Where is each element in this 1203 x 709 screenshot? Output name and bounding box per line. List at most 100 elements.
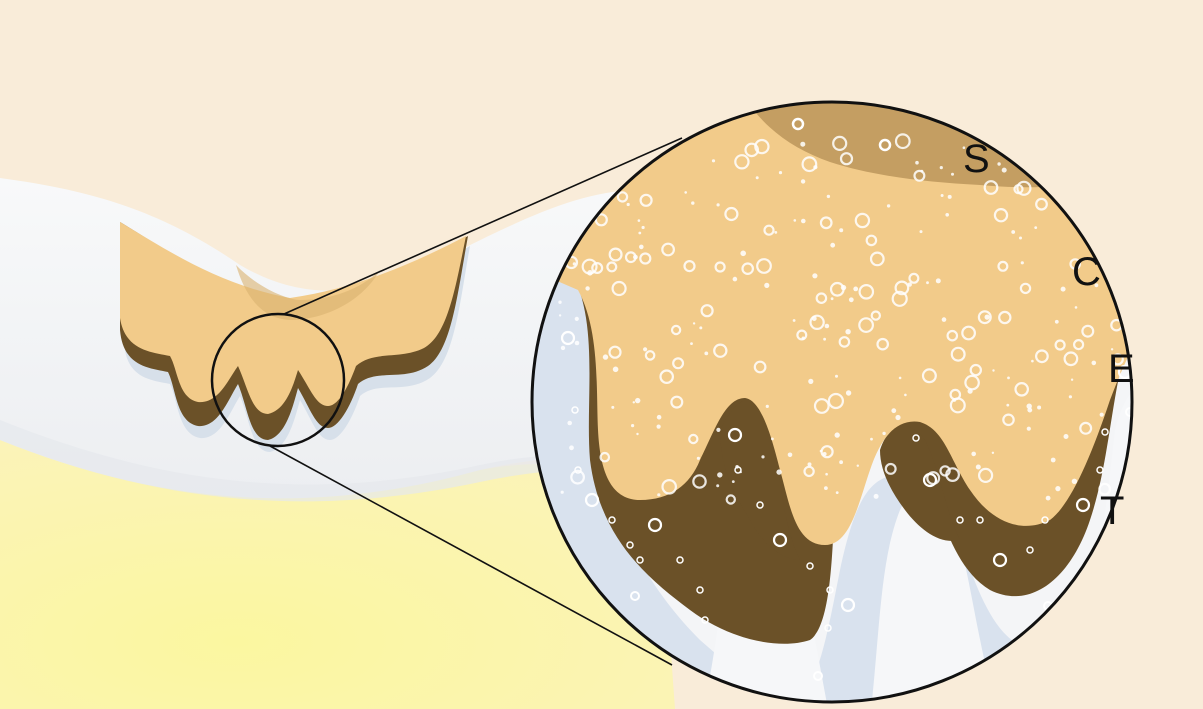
porosity-bubble: [639, 245, 644, 250]
porosity-bubble: [1002, 168, 1007, 173]
porosity-bubble: [691, 201, 694, 204]
porosity-bubble: [638, 232, 641, 235]
label-dark-zone: E: [1108, 347, 1135, 391]
porosity-bubble: [761, 455, 764, 458]
porosity-bubble: [603, 354, 608, 359]
porosity-bubble: [976, 465, 981, 470]
porosity-bubble: [636, 433, 638, 435]
porosity-bubble: [788, 453, 793, 458]
porosity-bubble: [771, 438, 774, 441]
porosity-bubble: [657, 415, 662, 420]
porosity-bubble: [643, 347, 647, 351]
porosity-bubble: [585, 286, 589, 290]
porosity-bubble: [953, 398, 957, 402]
porosity-bubble: [915, 161, 919, 165]
porosity-bubble: [561, 491, 564, 494]
porosity-bubble: [633, 255, 638, 260]
porosity-bubble: [561, 346, 565, 350]
porosity-bubble: [716, 428, 720, 432]
porosity-bubble: [1021, 261, 1024, 264]
porosity-bubble: [823, 338, 826, 341]
porosity-bubble: [941, 194, 944, 197]
porosity-bubble: [839, 460, 843, 464]
porosity-bubble: [812, 316, 817, 321]
porosity-bubble: [920, 230, 923, 233]
porosity-bubble: [712, 159, 715, 162]
porosity-bubble: [801, 179, 805, 183]
porosity-bubble: [1075, 306, 1078, 309]
porosity-bubble: [971, 452, 976, 457]
porosity-bubble: [1092, 361, 1097, 366]
porosity-bubble: [779, 171, 782, 174]
porosity-bubble: [992, 452, 994, 454]
porosity-bubble: [1019, 237, 1022, 240]
porosity-bubble: [657, 425, 661, 429]
porosity-bubble: [948, 195, 952, 199]
porosity-bubble: [831, 297, 834, 300]
porosity-bubble: [733, 277, 738, 282]
porosity-bubble: [940, 166, 943, 169]
porosity-bubble: [841, 285, 846, 290]
porosity-bubble: [638, 219, 641, 222]
porosity-bubble: [936, 278, 941, 283]
porosity-bubble: [559, 314, 561, 316]
porosity-bubble: [569, 445, 574, 450]
porosity-bubble: [985, 315, 990, 320]
porosity-bubble: [558, 301, 561, 304]
label-translucent-zone: T: [1100, 489, 1124, 533]
porosity-bubble: [870, 438, 873, 441]
porosity-bubble: [1072, 479, 1077, 484]
porosity-bubble: [853, 287, 858, 292]
porosity-bubble: [1007, 377, 1010, 380]
porosity-bubble: [891, 408, 896, 413]
porosity-bubble: [887, 204, 890, 207]
porosity-bubble: [740, 251, 746, 257]
porosity-bubble: [1006, 404, 1009, 407]
porosity-bubble: [846, 390, 851, 395]
porosity-bubble: [835, 432, 840, 437]
porosity-bubble: [732, 480, 735, 483]
porosity-bubble: [882, 432, 885, 435]
porosity-bubble: [716, 484, 719, 487]
porosity-bubble: [839, 228, 843, 232]
porosity-bubble: [812, 273, 817, 278]
porosity-bubble: [684, 191, 687, 194]
porosity-bubble: [895, 415, 900, 420]
porosity-bubble: [774, 231, 777, 234]
porosity-bubble: [992, 369, 994, 371]
porosity-bubble: [997, 162, 1000, 165]
porosity-bubble: [1055, 486, 1060, 491]
porosity-bubble: [704, 352, 708, 356]
porosity-bubble: [835, 375, 838, 378]
porosity-bubble: [1051, 458, 1056, 463]
porosity-bubble: [1011, 230, 1015, 234]
porosity-bubble: [1027, 427, 1031, 431]
porosity-bubble: [697, 457, 700, 460]
porosity-bubble: [800, 142, 805, 147]
porosity-bubble: [904, 394, 907, 397]
porosity-bubble: [845, 329, 850, 334]
porosity-bubble: [690, 342, 693, 345]
porosity-bubble: [635, 398, 640, 403]
porosity-bubble: [849, 297, 854, 302]
label-surface-zone: S: [963, 137, 990, 181]
porosity-bubble: [766, 405, 769, 408]
porosity-bubble: [874, 494, 879, 499]
porosity-bubble: [611, 406, 614, 409]
porosity-bubble: [575, 317, 579, 321]
porosity-bubble: [642, 226, 645, 229]
porosity-bubble: [693, 322, 695, 324]
porosity-bubble: [567, 421, 572, 426]
porosity-bubble: [1046, 496, 1051, 501]
porosity-bubble: [657, 493, 660, 496]
porosity-bubble: [717, 203, 720, 206]
porosity-bubble: [824, 486, 828, 490]
porosity-bubble: [631, 424, 634, 427]
porosity-bubble: [857, 465, 859, 467]
porosity-bubble: [1034, 226, 1037, 229]
porosity-bubble: [1100, 413, 1104, 417]
porosity-bubble: [942, 317, 947, 322]
label-body-zone: C: [1072, 250, 1101, 294]
porosity-bubble: [1064, 434, 1069, 439]
